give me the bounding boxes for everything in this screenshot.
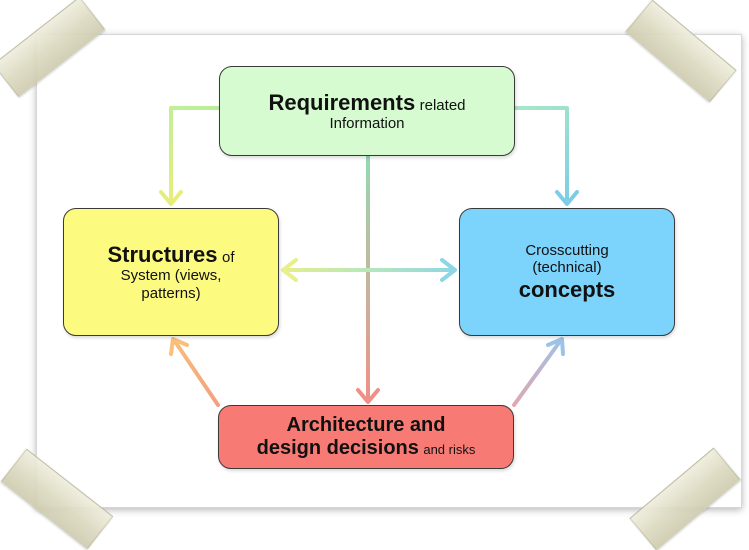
arrowhead-architecture-to-structures — [169, 337, 189, 356]
arrowhead-to-structures — [281, 258, 298, 282]
architecture-line1: Architecture and — [286, 414, 446, 436]
crosscutting-line2: (technical) — [532, 259, 602, 277]
arrowhead-req-to-architecture — [356, 388, 380, 404]
architecture-box: Architecture and design decisions and ri… — [218, 405, 514, 469]
structures-suffix: of — [221, 249, 235, 267]
requirements-box: Requirements related Information — [219, 66, 515, 156]
arrowhead-req-to-crosscutting — [555, 190, 579, 206]
structures-line2: System (views, — [120, 267, 222, 285]
requirements-suffix: related — [419, 96, 466, 114]
requirements-line2: Information — [329, 115, 405, 133]
structures-line3: patterns) — [141, 284, 201, 302]
requirements-title: Requirements — [268, 89, 416, 115]
crosscutting-title: concepts — [518, 276, 616, 302]
architecture-line2: design decisions — [256, 437, 419, 459]
arrowhead-architecture-to-crosscutting — [546, 337, 565, 356]
structures-box: Structures of System (views, patterns) — [63, 208, 279, 336]
crosscutting-box: Crosscutting (technical) concepts — [459, 208, 675, 336]
crosscutting-line1: Crosscutting — [525, 242, 609, 260]
arrow-req-to-crosscutting — [513, 106, 569, 205]
arrowhead-req-to-structures — [159, 190, 183, 206]
architecture-suffix: and risks — [423, 442, 476, 457]
arrow-architecture-to-structures — [172, 338, 220, 407]
structures-title: Structures — [107, 242, 218, 268]
arrow-req-to-structures — [169, 106, 221, 205]
arrow-architecture-to-crosscutting — [512, 338, 563, 407]
arrowhead-to-crosscutting — [440, 258, 457, 282]
